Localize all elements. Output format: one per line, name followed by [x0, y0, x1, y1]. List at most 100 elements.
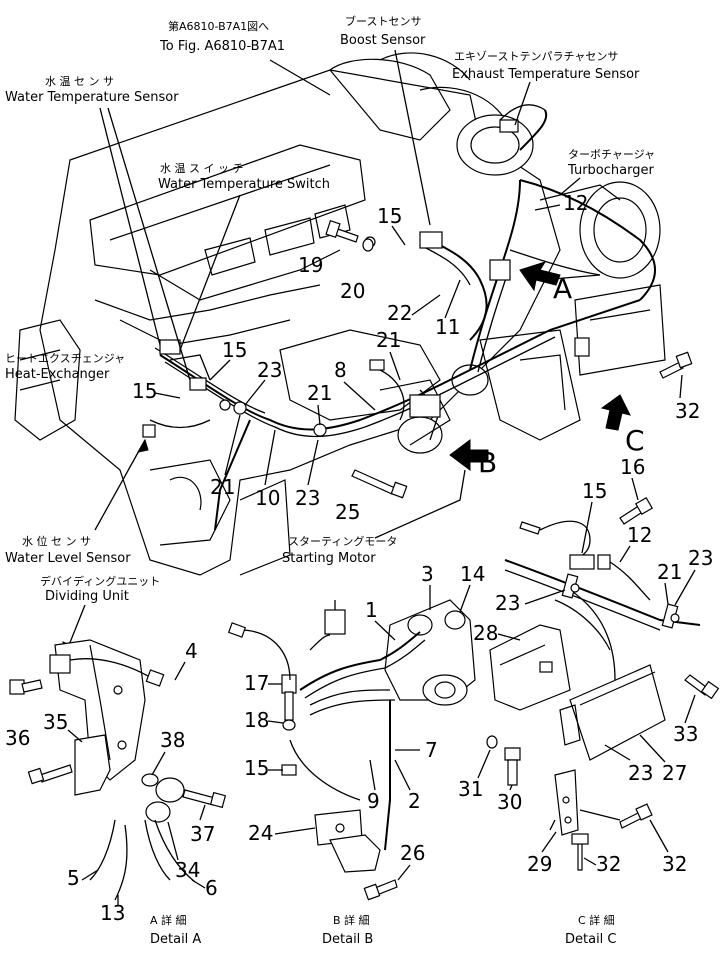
part-number: 21	[657, 560, 682, 584]
view-arrow-b: B	[449, 439, 497, 479]
part-number: 23	[295, 486, 320, 510]
turbocharger-jp: ターボチャージャ	[568, 148, 655, 161]
part-number: 27	[662, 761, 687, 785]
part-number: 32	[675, 399, 700, 423]
view-arrow-a-label: A	[553, 272, 572, 305]
view-arrow-a: A	[519, 261, 572, 305]
main-harness	[142, 104, 656, 531]
part-number: 30	[497, 790, 522, 814]
part-number: 22	[387, 301, 412, 325]
part-number: 36	[5, 726, 30, 750]
part-number: 38	[160, 728, 185, 752]
dividing-unit-callout: デバイディングユニット Dividing Unit	[40, 574, 160, 657]
heat-exchanger-jp: ヒートエクスチェンジャ	[5, 352, 125, 365]
water-temp-sensor-callout: 水 温 セ ン サ Water Temperature Sensor	[5, 75, 191, 381]
detail-b: 1 3 14 17 18 15 7 2 9 24 26 B 詳 細 Detail…	[227, 562, 485, 947]
bolt-32-top	[659, 351, 693, 379]
engine-outline	[14, 52, 666, 576]
part-number: 24	[248, 821, 273, 845]
water-temp-switch-jp: 水 温 ス イ ッ チ	[160, 162, 243, 175]
starting-motor-jp: スターティングモータ	[288, 534, 397, 548]
fig-ref-en: To Fig. A6810-B7A1	[159, 39, 285, 54]
part-number: 10	[255, 486, 280, 510]
part-number: 15	[222, 338, 247, 362]
part-number: 19	[298, 253, 323, 277]
starting-motor-en: Starting Motor	[282, 551, 376, 566]
turbocharger-callout: ターボチャージャ Turbocharger	[559, 148, 655, 196]
heat-exchanger-en: Heat-Exchanger	[5, 367, 110, 382]
dividing-unit-en: Dividing Unit	[45, 589, 129, 604]
fig-ref-jp: 第A6810-B7A1図へ	[168, 19, 269, 33]
part-number: 1	[365, 598, 378, 622]
part-number: 25	[335, 500, 360, 524]
water-level-sensor-callout: 水 位 セ ン サ Water Level Sensor	[5, 438, 149, 566]
exhaust-temp-en: Exhaust Temperature Sensor	[452, 67, 640, 82]
part-number: 21	[376, 328, 401, 352]
heat-exchanger-callout: ヒートエクスチェンジャ Heat-Exchanger	[5, 352, 125, 382]
part-number: 21	[210, 475, 235, 499]
part-number: 29	[527, 852, 552, 876]
bolt-25	[351, 469, 408, 499]
water-level-sensor-jp: 水 位 セ ン サ	[22, 534, 91, 548]
detail-a-en: Detail A	[150, 932, 201, 947]
dividing-unit-jp: デバイディングユニット	[40, 574, 160, 588]
part-number: 16	[620, 455, 645, 479]
part-number: 37	[190, 822, 215, 846]
part-number: 4	[185, 639, 198, 663]
part-number: 12	[563, 191, 588, 215]
part-number: 28	[473, 621, 498, 645]
view-arrow-c-label: C	[625, 424, 645, 457]
view-arrow-c: C	[600, 394, 645, 457]
part-number: 9	[367, 789, 380, 813]
part-number: 21	[307, 381, 332, 405]
boost-sensor-en: Boost Sensor	[340, 33, 426, 48]
detail-a: 4 35 36 38 37 34 5 6 13 A 詳 細 Detail A	[5, 639, 227, 947]
part-number: 23	[495, 591, 520, 615]
starting-motor-callout: スターティングモータ Starting Motor	[282, 469, 466, 566]
water-temp-switch-callout: 水 温 ス イ ッ チ Water Temperature Switch	[158, 162, 330, 351]
water-temp-sensor-en: Water Temperature Sensor	[5, 90, 179, 105]
part-numbers-main: 15 12 19 20 22 11 21 15 15 23 8 21 21 10…	[132, 191, 700, 524]
part-number: 14	[460, 562, 485, 586]
part-number: 15	[377, 204, 402, 228]
part-number: 7	[425, 738, 438, 762]
part-number: 3	[421, 562, 434, 586]
part-number: 31	[458, 777, 483, 801]
detail-c: 15 16 12 23 21 23 28 33 23 27 31 30 29 3…	[458, 455, 720, 947]
part-number: 20	[340, 279, 365, 303]
part-number: 23	[257, 358, 282, 382]
part-number: 34	[175, 858, 200, 882]
part-number: 2	[408, 789, 421, 813]
part-number: 5	[67, 866, 80, 890]
view-arrow-b-label: B	[478, 446, 497, 479]
part-number: 11	[435, 315, 460, 339]
part-number: 35	[43, 710, 68, 734]
detail-b-en: Detail B	[322, 932, 373, 947]
part-number: 32	[596, 852, 621, 876]
part-number: 6	[205, 876, 218, 900]
detail-a-jp: A 詳 細	[150, 913, 187, 927]
part-number: 23	[628, 761, 653, 785]
part-number: 12	[627, 523, 652, 547]
part-number: 13	[100, 901, 125, 925]
boost-sensor-jp: ブーストセンサ	[345, 14, 421, 28]
part-number: 18	[244, 708, 269, 732]
part-number: 8	[334, 358, 347, 382]
part-number: 33	[673, 722, 698, 746]
water-temp-sensor-jp: 水 温 セ ン サ	[45, 75, 114, 88]
part-number: 15	[132, 379, 157, 403]
part-number: 23	[688, 546, 713, 570]
part-number: 17	[244, 671, 269, 695]
water-temp-switch-en: Water Temperature Switch	[158, 177, 330, 192]
exhaust-temp-callout: エキゾーストテンパラチャセンサ Exhaust Temperature Sens…	[452, 50, 640, 126]
detail-c-jp: C 詳 細	[578, 913, 615, 927]
part-number: 15	[244, 756, 269, 780]
part-number: 32	[662, 852, 687, 876]
detail-c-en: Detail C	[565, 932, 617, 947]
boost-sensor-callout: ブーストセンサ Boost Sensor	[340, 14, 431, 226]
detail-b-jp: B 詳 細	[333, 913, 370, 927]
bolt-19	[325, 220, 359, 243]
part-number: 15	[582, 479, 607, 503]
part-number: 26	[400, 841, 425, 865]
